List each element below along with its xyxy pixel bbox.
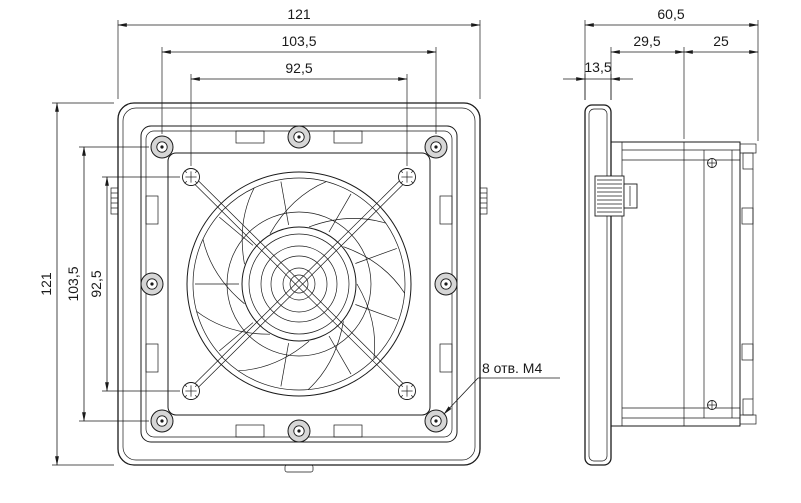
front-view <box>110 102 488 473</box>
side-view <box>584 104 757 466</box>
front-outer-case-inner-line <box>122 107 476 461</box>
screw-bottom-center <box>287 419 311 443</box>
left-edge-tab <box>110 187 119 215</box>
screw-bottom-left <box>150 409 174 433</box>
dim-side-rear: 25 <box>713 33 729 49</box>
grille-clips <box>145 130 453 438</box>
side-screws <box>707 158 717 410</box>
screw-top-right <box>424 135 448 159</box>
front-mounting-plate <box>167 152 431 416</box>
dim-front-width-mid: 103,5 <box>281 33 316 49</box>
side-body-lines <box>621 142 740 426</box>
ribbed-latch <box>594 175 638 217</box>
screw-top-left <box>150 135 174 159</box>
side-body <box>610 141 741 427</box>
hub-rings <box>226 211 372 357</box>
screw-top-center <box>287 125 311 149</box>
front-outer-case <box>117 102 481 466</box>
fan-blades <box>196 181 405 390</box>
screw-bottom-right <box>424 409 448 433</box>
dim-side-flange: 13,5 <box>584 59 611 75</box>
holes-note-text: 8 отв. M4 <box>482 360 542 376</box>
side-flange-inner-line <box>588 108 608 462</box>
screw-mid-right <box>434 272 458 296</box>
front-dimensions: 121 103,5 92,5 121 103,5 92,5 8 отв. M4 <box>38 6 560 466</box>
dim-front-width-inner: 92,5 <box>285 60 312 76</box>
dim-front-height-outer: 121 <box>38 272 54 296</box>
dim-side-mid: 29,5 <box>633 33 660 49</box>
bottom-edge-tab <box>284 464 314 473</box>
grille-spokes <box>195 181 397 387</box>
side-dimensions: 60,5 29,5 25 13,5 <box>563 6 759 141</box>
rear-clips <box>739 143 757 425</box>
right-edge-tab <box>479 187 488 215</box>
dim-front-height-mid: 103,5 <box>65 266 81 301</box>
holes-note: 8 отв. M4 <box>443 360 560 415</box>
guard-wires <box>188 174 410 394</box>
dim-side-total: 60,5 <box>657 6 684 22</box>
fan-grille <box>186 171 412 397</box>
dim-front-height-inner: 92,5 <box>88 270 104 297</box>
screw-mid-left <box>140 272 164 296</box>
dim-front-width-outer: 121 <box>287 6 311 22</box>
